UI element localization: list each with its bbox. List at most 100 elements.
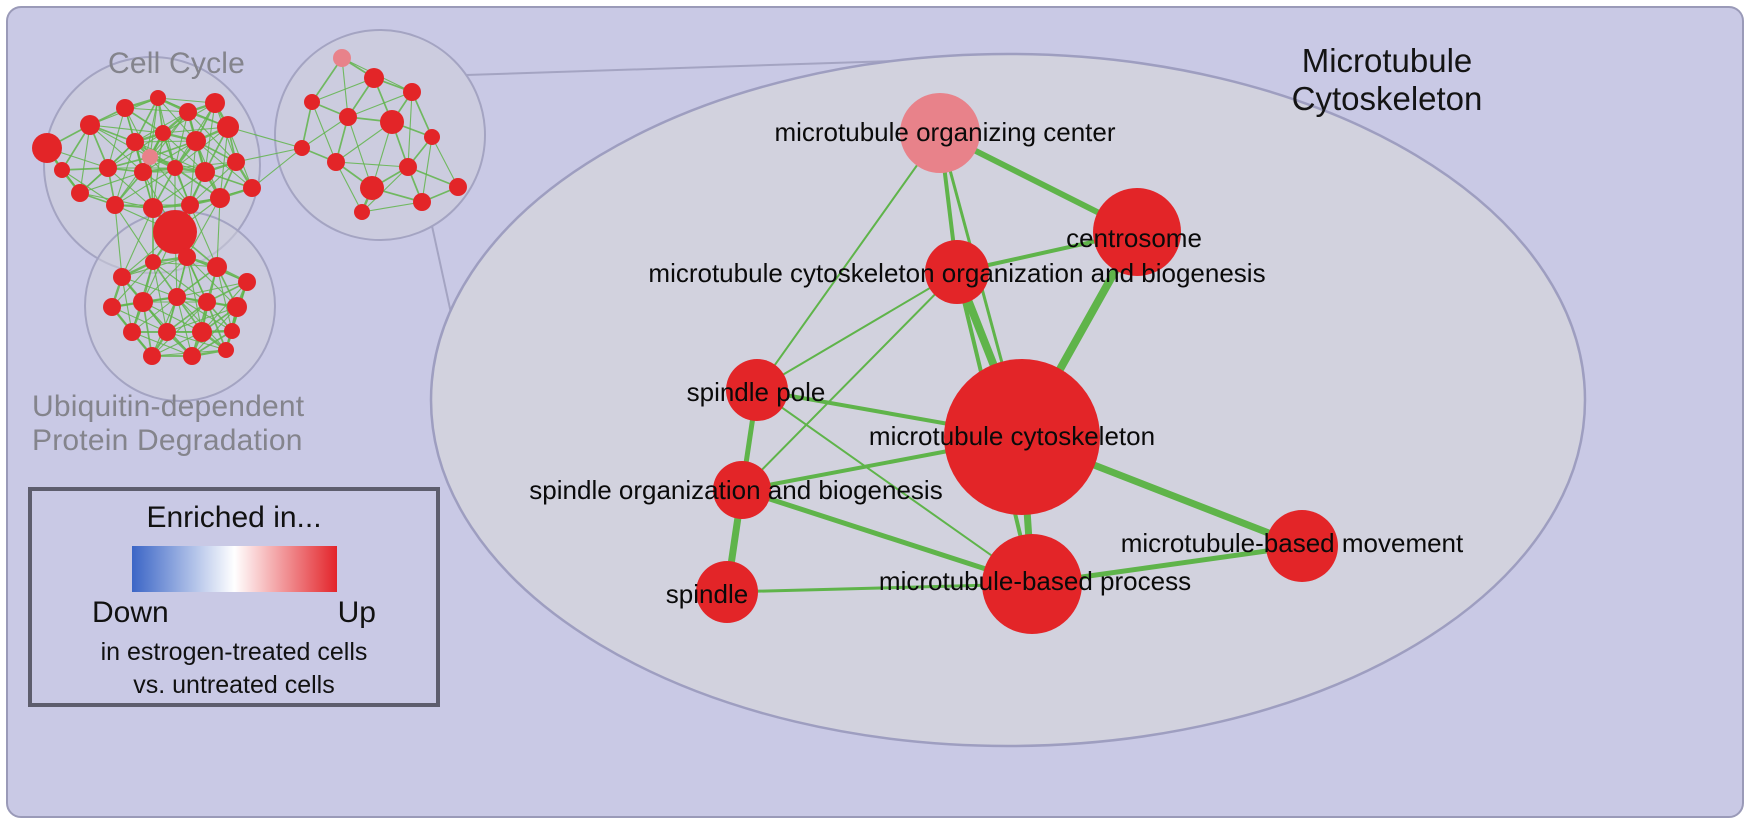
legend-caption-line1: in estrogen-treated cells xyxy=(100,638,368,666)
mini-edge xyxy=(186,256,203,333)
mini-edge xyxy=(201,281,248,333)
node-microtubule-based-process[interactable] xyxy=(982,534,1082,634)
mini-edge xyxy=(187,111,237,163)
node-microtubule-organizing-center[interactable] xyxy=(900,93,980,173)
mini-edge xyxy=(335,161,409,168)
legend-up-label: Up xyxy=(337,596,376,629)
mini-edge xyxy=(347,116,373,189)
legend-caption-line2: vs. untreated cells xyxy=(133,670,335,699)
node-label-centrosome: centrosome xyxy=(1066,223,1202,253)
mini-edge xyxy=(131,331,193,357)
mini-node xyxy=(354,204,370,220)
mini-edge xyxy=(335,161,363,213)
mini-node xyxy=(134,163,152,181)
mini-node xyxy=(360,176,384,200)
legend-box: Enriched in... Down Up in estrogen-treat… xyxy=(28,487,440,707)
mini-node xyxy=(103,298,121,316)
mini-node xyxy=(224,323,240,339)
mini-node xyxy=(380,110,404,134)
mini-node xyxy=(198,293,216,311)
node-label-microtubule-cytoskeleton: microtubule cytoskeleton xyxy=(869,421,1155,451)
mini-node xyxy=(133,292,153,312)
node-spindle-pole[interactable] xyxy=(726,359,788,421)
mini-node xyxy=(205,93,225,113)
mini-node xyxy=(168,288,186,306)
main-cluster-nodes xyxy=(696,93,1338,634)
mini-edge xyxy=(421,136,433,203)
mini-node xyxy=(143,198,163,218)
mini-node xyxy=(195,162,215,182)
node-label-spindle-pole: spindle pole xyxy=(687,377,826,407)
mini-network-nodes xyxy=(32,49,467,365)
mini-edge xyxy=(235,147,303,163)
node-centrosome[interactable] xyxy=(1093,188,1181,276)
mini-edge xyxy=(189,161,237,206)
node-mt-cytoskeleton-org-biogenesis[interactable] xyxy=(925,240,989,304)
mini-edge xyxy=(204,102,216,173)
node-label-microtubule-based-movement: microtubule-based movement xyxy=(1121,528,1464,558)
mini-edge xyxy=(114,167,176,206)
legend-title: Enriched in... xyxy=(146,501,322,534)
node-microtubule-cytoskeleton[interactable] xyxy=(944,359,1100,515)
cluster-circle-microtubule-cytoskeleton xyxy=(274,29,486,241)
mini-node xyxy=(403,83,421,101)
mini-node xyxy=(178,248,196,266)
mini-edge xyxy=(311,77,375,103)
mini-edge xyxy=(301,116,349,149)
mini-edge xyxy=(216,266,233,332)
mini-node xyxy=(106,196,124,214)
mini-edge xyxy=(311,101,337,163)
mini-node xyxy=(218,342,234,358)
mini-edge xyxy=(174,111,189,169)
legend-endpoint-labels: Down Up xyxy=(92,596,376,630)
mini-node xyxy=(339,108,357,126)
edge-mt-cytoskeleton-org-biogenesis--spindle-org-biogenesis xyxy=(741,271,958,491)
mini-edge xyxy=(89,124,151,158)
mini-node xyxy=(186,131,206,151)
mini-node xyxy=(424,129,440,145)
mini-node xyxy=(99,159,117,177)
node-spindle[interactable] xyxy=(696,561,758,623)
node-label-spindle-org-biogenesis: spindle organization and biogenesis xyxy=(529,475,942,505)
mini-node xyxy=(217,116,239,138)
mini-edge xyxy=(89,124,144,173)
mini-node xyxy=(210,188,230,208)
mini-node xyxy=(227,297,247,317)
mini-node xyxy=(142,149,158,165)
mini-node xyxy=(183,347,201,365)
mini-edge xyxy=(61,169,116,206)
mini-edge xyxy=(166,306,238,333)
mini-node xyxy=(116,99,134,117)
mini-edge xyxy=(227,126,303,149)
mini-edge xyxy=(176,281,248,298)
mini-node xyxy=(449,178,467,196)
mini-edge xyxy=(189,204,218,268)
mini-node xyxy=(179,103,197,121)
edge-microtubule-organizing-center--spindle-pole xyxy=(756,132,941,391)
mini-node xyxy=(80,115,100,135)
mini-node xyxy=(167,160,183,176)
node-spindle-org-biogenesis[interactable] xyxy=(713,461,771,519)
mini-edge xyxy=(142,140,197,173)
mini-node xyxy=(294,140,310,156)
mini-node xyxy=(126,133,144,151)
main-cluster-labels: microtubule organizing centercentrosomem… xyxy=(529,117,1464,609)
legend-gradient-bar xyxy=(131,546,337,592)
mini-node xyxy=(399,158,417,176)
mini-node xyxy=(145,254,161,270)
mini-node xyxy=(113,268,131,286)
mini-edge xyxy=(149,97,159,158)
mini-edge xyxy=(361,166,409,213)
mini-node xyxy=(207,257,227,277)
node-microtubule-based-movement[interactable] xyxy=(1266,510,1338,582)
edge-mt-cytoskeleton-org-biogenesis--spindle-pole xyxy=(756,271,958,391)
mini-edge xyxy=(152,261,168,333)
mini-edge xyxy=(251,147,303,189)
mini-node xyxy=(227,153,245,171)
mini-edge xyxy=(176,296,193,357)
mini-edge xyxy=(216,197,221,268)
mini-edge xyxy=(79,171,144,194)
mini-edge xyxy=(142,301,203,333)
mini-edge xyxy=(152,171,206,209)
mini-edge xyxy=(107,107,126,169)
